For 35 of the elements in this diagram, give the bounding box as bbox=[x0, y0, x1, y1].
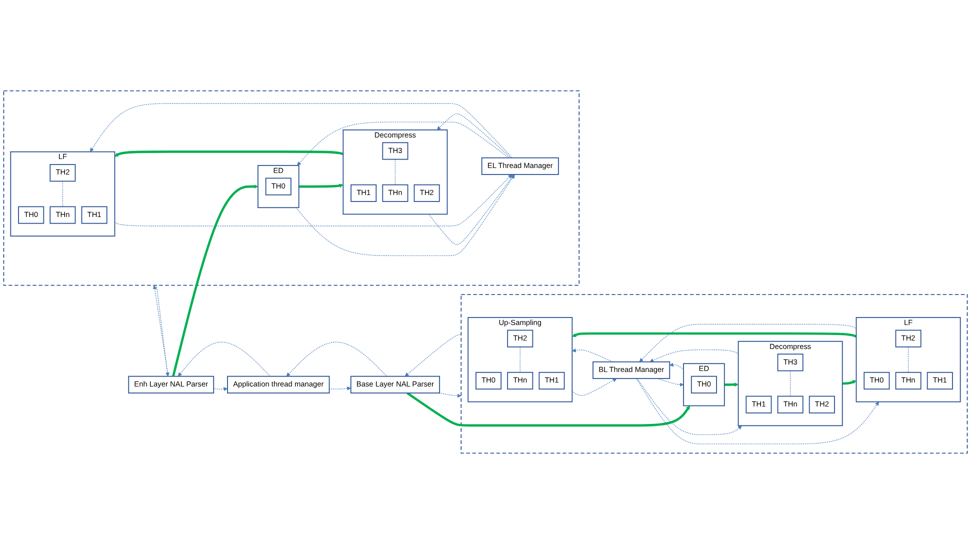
connector bbox=[908, 346, 909, 373]
arrow bbox=[213, 387, 228, 392]
arrow bbox=[152, 285, 168, 377]
arrow bbox=[298, 184, 344, 188]
arrow bbox=[328, 386, 352, 390]
arrow bbox=[156, 284, 170, 377]
arrow bbox=[572, 378, 617, 396]
cluster bbox=[460, 294, 968, 454]
arrow bbox=[650, 349, 739, 362]
arrow bbox=[114, 174, 512, 226]
arrow bbox=[406, 392, 690, 427]
arrow bbox=[90, 103, 513, 158]
arrow bbox=[172, 184, 258, 377]
arrow bbox=[296, 174, 515, 256]
cluster bbox=[3, 90, 580, 286]
connector bbox=[790, 370, 791, 397]
arrow bbox=[572, 332, 857, 338]
arrow bbox=[724, 382, 738, 387]
arrow bbox=[639, 324, 857, 362]
arrow bbox=[114, 150, 344, 157]
arrow bbox=[297, 122, 510, 166]
arrow bbox=[404, 334, 462, 377]
arrow bbox=[439, 392, 462, 398]
connector bbox=[62, 180, 64, 208]
arrow bbox=[636, 378, 879, 444]
arrow bbox=[669, 362, 684, 370]
arrow bbox=[436, 114, 512, 158]
arrow bbox=[286, 342, 388, 377]
arrow bbox=[657, 378, 684, 387]
arrow bbox=[842, 380, 856, 385]
arrow bbox=[178, 342, 271, 377]
arrow bbox=[428, 174, 514, 245]
arrow bbox=[572, 348, 614, 362]
connector bbox=[394, 158, 396, 186]
arrow bbox=[636, 378, 742, 436]
